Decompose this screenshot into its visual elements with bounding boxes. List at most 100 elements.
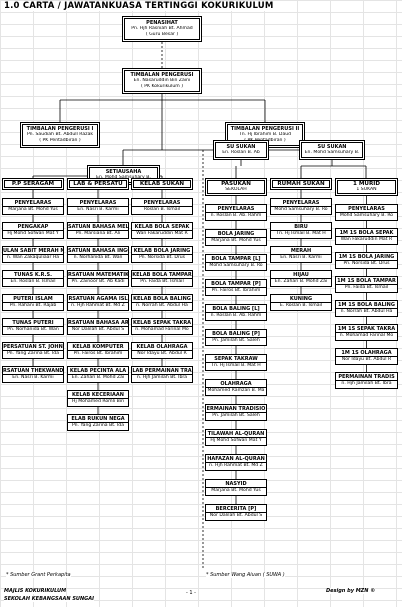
box-text: n. Hjh Rahmat Bt. Md Z (206, 462, 266, 469)
box-title: KELAB OLAHRAGA (136, 343, 188, 350)
box-text: Pn. Marsiana Bt. Ali (68, 230, 128, 237)
box-title: RSATUAN MATEMATIK (68, 271, 128, 278)
box-title: TUNAS K.R.S. (14, 271, 52, 278)
box-title: KELAB KECERIAAN (72, 391, 124, 398)
box-title: TILAWAH AL-QURAN (207, 430, 265, 437)
box-title: PENASIHAT (146, 19, 178, 26)
design-credit: Design by MZN © (326, 588, 376, 594)
box-title: PUTERI ISLAM (13, 295, 53, 302)
box-text: Pn. Saudiah Bt. Abdull Razak (26, 131, 94, 137)
box-title: PENYELARAS (79, 199, 117, 206)
box-text: Mohd Samsuhary B. Ro (336, 212, 397, 219)
box-text: Tn. Hj Ibrahim B. Daud (238, 131, 292, 137)
box-text: En. Zahari B. Mohd Zai (68, 374, 128, 381)
box-text: Marjana Bt. Mohd Yus (206, 237, 266, 244)
box-title: PENYELARAS (348, 205, 385, 212)
box-text: Nor Idayu Bt. Abdul R (336, 356, 397, 363)
box-title: KELAB SUKAN (139, 181, 185, 187)
pp-seragam-item: ULAN SABIT MERAH MALAn. Wan Zakaquliaar … (2, 246, 64, 263)
box-title: SEPAK TAKRAW (214, 355, 258, 362)
box-text: n. Norrah Bt. Abdul Ha (336, 308, 397, 315)
box-text: Pn. Hjh Rasniah Bt. Ahmad (131, 25, 193, 31)
box-text: SEKOLAH (225, 187, 247, 193)
box-text: n. Roslan B. Ab. Rahm (206, 212, 266, 219)
column-header-kelab-persatuan: LAB & PERSATU (67, 178, 129, 190)
box-title: OLAHRAGA (220, 380, 252, 387)
box-text: En. Roslan B. Ab (222, 150, 260, 155)
box-text: Pn. Fairos Bt. Ibrahim (206, 287, 266, 294)
box-text: Marjana Bt. Mohd Yus (3, 206, 63, 213)
box-title: ULAN SABIT MERAH MALA (3, 247, 63, 254)
box-title: SU SUKAN (226, 143, 256, 150)
box-title: PASUKAN (221, 181, 251, 187)
box-title: SATUAN BAHASA INGG (68, 247, 128, 254)
box-title: 1M 1S SEPAK TAKRA (337, 325, 396, 332)
box-title: BOLA JARING (217, 230, 255, 237)
page-number: - 1 - (186, 590, 196, 596)
pp-seragam-item: TUNAS K.R.S.En. Roslan B. Ismail (2, 270, 64, 287)
box-text: ( Guru Besar ) (145, 32, 179, 38)
box-title: SETIAUSAHA (105, 168, 142, 175)
box-title: RUMAH SUKAN (277, 181, 325, 187)
box-title: ERMAINAN TRADISIO (206, 405, 266, 412)
box-text: Wan Fakaruddin Mat R (132, 230, 192, 237)
box-text: n. Roslan B. Ab. Rahm (206, 312, 266, 319)
box-title: TUNAS PUTERI (12, 319, 54, 326)
box-title: KELAB KOMPUTER (72, 343, 124, 350)
box-text: Pn. Fairos Bt. Ibrahim (68, 350, 128, 357)
box-text: n. Norrah Bt. Abdul Ha (132, 302, 192, 309)
column-header-rumah-sukan: RUMAH SUKAN (270, 178, 332, 190)
box-title: RSATUAN THEKWANDO (3, 367, 63, 374)
box-title: PENGAKAP (17, 223, 49, 230)
box-title: HAFAZAN AL-QURAN (207, 455, 265, 462)
box-title: 1 MURID (353, 181, 380, 187)
box-title: TIMBALAN PENGERUSI I (26, 125, 94, 132)
box-text: Pn. Rahani Bt. Rajab (3, 302, 63, 309)
pasukan-sekolah-item: BERCERITA [P]Nor Dalilah Bt. Abdul S (205, 504, 267, 521)
box-text: En. Nasaruddin Bin Zaini (133, 77, 191, 83)
box-text: Marjana Bt. Mohd Yus (206, 487, 266, 494)
box-title: KUNING (289, 295, 313, 302)
box-text: n. Norhanida Bt. Wan (68, 254, 128, 261)
box-title: SU SUKAN (317, 143, 347, 150)
box-title: PERSATUAN ST. JOHN (3, 343, 63, 350)
box-text: Tn. Hj Ismail B. Mat H (206, 362, 266, 369)
box-title: RSATUAN AGAMA ISL (68, 295, 128, 302)
box-title: 1M 1S BOLA JARING (338, 253, 395, 260)
box-title: BOLA TAMPAR [P] (211, 280, 261, 287)
box-title: HIJAU (293, 271, 309, 278)
box-title: 1M 1S BOLA SEPAK (339, 229, 394, 236)
box-title: PENYELARAS (14, 199, 52, 206)
column-header-kelab-sukan: KELAB SUKAN (131, 178, 193, 190)
org-name-line1: MAJLIS KOKURIKULUM (4, 588, 67, 594)
box-text: Roslan B. Ismail (132, 206, 192, 213)
